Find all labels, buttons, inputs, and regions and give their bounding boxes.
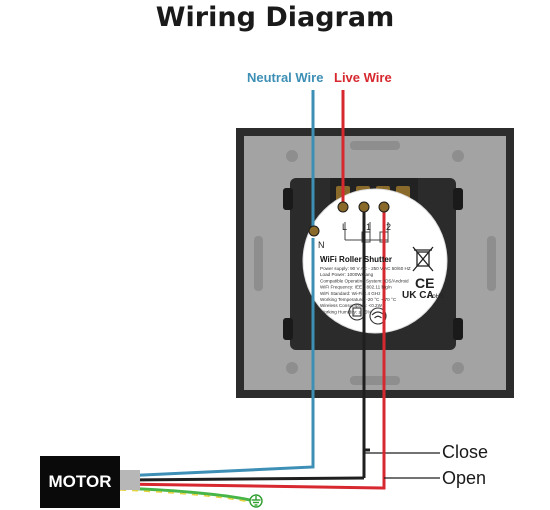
device-name: WiFi Roller Shutter xyxy=(320,255,392,264)
device-spec-line: Working Humidity: ≤ 95% xyxy=(320,309,371,314)
open-wire xyxy=(121,208,386,490)
earth-ground-icon xyxy=(249,494,263,508)
terminal-1-label: 1 xyxy=(366,222,371,232)
terminal-2-label: 2 xyxy=(386,222,391,232)
motor-box: MOTOR xyxy=(40,456,120,508)
terminal-n-label: N xyxy=(318,240,325,250)
device-spec-line: Compatible Operating System: iOS/Android xyxy=(320,278,409,283)
device-spec-line: Working Temperature: -20 °C ~ 70 °C xyxy=(320,297,397,302)
cable-sheath xyxy=(118,470,140,490)
terminal-l-label: L xyxy=(342,222,347,232)
device-spec-line: WiFi Frequency: IEEE 802.11 b/g/n xyxy=(320,285,392,290)
module-corner-clips xyxy=(283,188,463,340)
weee-bin-icon xyxy=(412,246,434,272)
device-spec-line: Power supply: 90 V AC - 250 V AC 50/60 H… xyxy=(320,266,411,271)
plate-slots xyxy=(254,141,496,385)
page-title: Wiring Diagram xyxy=(155,2,395,33)
device-spec-lines: Power supply: 90 V AC - 250 V AC 50/60 H… xyxy=(320,266,411,314)
neutral-wire xyxy=(121,90,315,478)
neutral-wire-label: Neutral Wire xyxy=(247,70,324,85)
ukca-mark: UK CA xyxy=(402,290,434,301)
rohs-mark: RoHS xyxy=(428,294,444,300)
device-spec-line: Wireless Consumption: <0.2W xyxy=(320,303,383,308)
open-label: Open xyxy=(442,468,487,488)
live-wire-label: Live Wire xyxy=(334,70,392,85)
close-label: Close xyxy=(442,442,489,462)
device-spec-line: WiFi Standard: Wi-Fi 2.4 GHz xyxy=(320,291,381,296)
device-label xyxy=(303,189,447,333)
device-spec-line: Load Power: 1000W/gang xyxy=(320,272,374,277)
ce-mark: CE xyxy=(415,275,434,291)
terminal-schematic xyxy=(344,222,389,243)
